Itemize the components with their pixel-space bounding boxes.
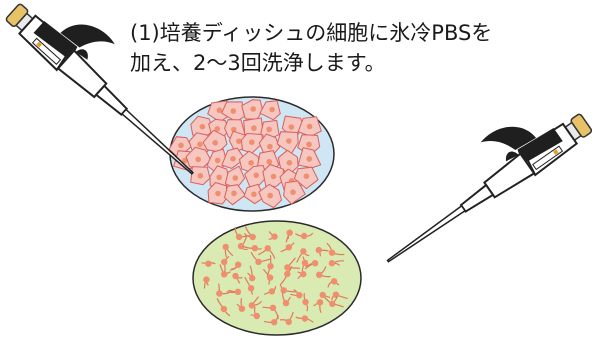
cell-nucleus [271,233,278,240]
cell-nucleus [182,157,188,164]
culture-dish-icon [192,220,362,336]
caption-line-2: 加え、2～3回洗浄します。 [130,51,386,75]
cell-nucleus [232,272,239,280]
cell-nucleus [300,248,307,255]
cell-nucleus [271,319,278,326]
instruction-caption: (1)培養ディッシュの細胞に氷冷PBSを 加え、2～3回洗浄します。 [130,18,592,78]
cell-nucleus [234,288,242,295]
cell-nucleus [248,160,254,166]
cell-nucleus [311,260,319,267]
cell-nucleus [286,160,293,166]
cell-nucleus [250,106,256,112]
cell-nucleus [237,242,245,250]
cell-nucleus [251,245,258,252]
adherent-cells [168,99,322,209]
cell-nucleus [249,139,255,145]
cell-nucleus [220,305,228,313]
cell-nucleus [286,229,293,236]
cell-nucleus [288,124,295,130]
cell-nucleus [267,263,274,270]
cell-nucleus [197,141,203,148]
cell-nucleus [306,123,313,130]
cell-nucleus [330,278,338,285]
cell-nucleus [284,270,291,278]
cell-nucleus [212,140,218,146]
cell-nucleus [235,233,243,241]
cell-nucleus [221,258,228,266]
cell-nucleus [249,233,256,241]
cell-nucleus [284,264,291,271]
cell-nucleus [205,260,212,267]
cell-nucleus [319,291,326,299]
cell-nucleus [264,245,271,252]
cell-nucleus [285,244,292,251]
cell-nucleus [269,106,275,113]
cell-nucleus [306,156,313,162]
cell-nucleus [215,190,221,197]
cell-nucleus [216,174,222,181]
cell-nucleus [280,287,287,294]
cell-nucleus [301,259,309,267]
culture-dish-icon [168,96,335,212]
cell-nucleus [267,192,274,199]
cell-nucleus [195,156,201,163]
cell-nucleus [267,143,273,150]
cell-nucleus [328,260,336,267]
cell-nucleus [203,276,210,283]
cell-nucleus [238,305,246,312]
cell-nucleus [266,158,273,165]
cell-nucleus [247,285,255,292]
cell-nucleus [315,246,322,254]
cell-nucleus [221,271,228,278]
cell-nucleus [301,315,309,322]
cell-nucleus [266,274,274,281]
pipette-icon [360,83,596,274]
cell-nucleus [214,126,221,132]
cell-nucleus [214,157,221,164]
cell-nucleus [222,243,229,251]
cell-nucleus [300,232,308,240]
cell-nucleus [230,108,237,114]
cell-nucleus [316,299,324,306]
cell-nucleus [248,302,255,309]
cell-nucleus [300,270,307,278]
cell-nucleus [316,271,323,278]
cell-nucleus [251,125,257,131]
cell-nucleus [302,298,309,306]
cell-nucleus [290,189,296,195]
cell-nucleus [332,291,340,298]
cell-nucleus [216,107,223,113]
caption-line-1: (1)培養ディッシュの細胞に氷冷PBSを [130,21,493,45]
cell-nucleus [199,123,206,130]
cell-nucleus [270,173,277,180]
cell-nucleus [285,318,292,326]
cell-nucleus [286,138,292,144]
cell-nucleus [251,191,257,198]
cell-nucleus [236,138,242,144]
cell-nucleus [178,142,184,149]
cell-nucleus [268,288,276,295]
cell-nucleus [232,175,239,181]
cell-nucleus [303,173,310,179]
cell-nucleus [255,258,262,266]
cell-nucleus [197,173,204,179]
cell-nucleus [216,290,223,297]
cell-nucleus [329,300,336,307]
cell-nucleus [231,190,237,197]
cell-nucleus [249,274,256,282]
cell-nucleus [269,304,277,311]
cell-nucleus [266,126,272,133]
cell-nucleus [306,141,312,148]
cell-nucleus [296,292,303,299]
cell-nucleus [231,126,237,133]
detached-cells [201,226,348,326]
cell-nucleus [253,172,259,179]
cell-nucleus [328,249,336,256]
cell-nucleus [230,156,236,162]
cell-nucleus [253,312,260,320]
cell-nucleus [282,299,290,307]
cell-nucleus [235,261,242,268]
